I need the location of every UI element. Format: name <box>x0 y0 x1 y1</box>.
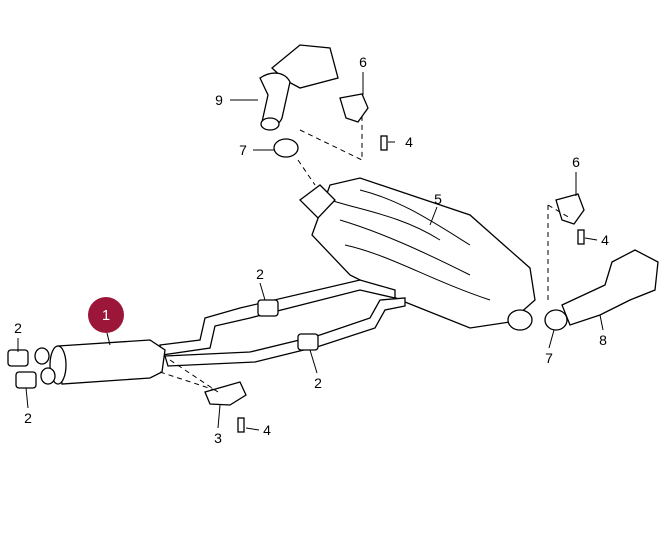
callout-5[interactable]: 5 <box>434 191 442 207</box>
callout-8[interactable]: 8 <box>599 332 607 348</box>
front-muffler[interactable] <box>7 339 166 389</box>
clamp-top[interactable] <box>273 138 299 158</box>
bracket-top[interactable] <box>339 93 388 151</box>
callout-6-top[interactable]: 6 <box>359 54 367 70</box>
callout-6-right[interactable]: 6 <box>572 154 580 170</box>
callout-7-top[interactable]: 7 <box>239 142 247 158</box>
rear-muffler[interactable] <box>299 177 536 331</box>
tailpipe-right[interactable] <box>544 249 659 331</box>
callout-2-mid-lower[interactable]: 2 <box>314 375 322 391</box>
tailpipe-top[interactable] <box>259 44 339 131</box>
callout-4-top[interactable]: 4 <box>405 134 413 150</box>
callout-9[interactable]: 9 <box>215 92 223 108</box>
selected-part-badge[interactable]: 1 <box>88 297 124 333</box>
callout-4-hanger[interactable]: 4 <box>263 422 271 438</box>
callout-2-left-lower[interactable]: 2 <box>24 410 32 426</box>
callout-2-mid-upper[interactable]: 2 <box>256 266 264 282</box>
intermediate-pipes[interactable] <box>159 279 406 367</box>
callout-4-right[interactable]: 4 <box>601 232 609 248</box>
hanger[interactable] <box>204 381 247 433</box>
bracket-right[interactable] <box>555 193 585 245</box>
callout-3[interactable]: 3 <box>214 430 222 446</box>
callout-7-right[interactable]: 7 <box>545 350 553 366</box>
callout-2-left-upper[interactable]: 2 <box>14 320 22 336</box>
